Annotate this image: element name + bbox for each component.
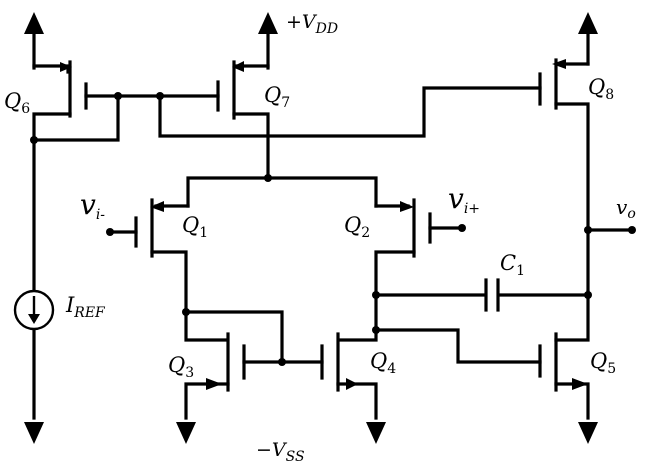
label-q8: Q8 <box>588 75 614 103</box>
label-q1: Q1 <box>182 213 208 241</box>
transistor-q5 <box>374 290 590 420</box>
transistor-q6 <box>32 60 220 142</box>
label-vin-minus: vi- <box>80 188 105 223</box>
capacitor-c1 <box>374 278 590 312</box>
label-vss: −VSS <box>256 439 305 462</box>
mirror-wire <box>184 310 284 364</box>
arrow-down-icon <box>176 422 196 444</box>
label-q7: Q7 <box>264 83 290 111</box>
label-vdd: +VDD <box>286 11 338 37</box>
label-q2: Q2 <box>344 213 370 241</box>
transistor-q4 <box>320 328 378 420</box>
transistor-q7 <box>158 60 542 180</box>
arrow-down-icon <box>366 422 386 444</box>
transistor-q8 <box>538 58 590 294</box>
arrow-down-icon <box>578 422 598 444</box>
tail-wire <box>186 176 378 208</box>
junction-dots <box>30 92 636 366</box>
label-q4: Q4 <box>370 349 396 377</box>
supply-arrow-q7-icon <box>258 12 278 70</box>
supply-arrow-q8-icon <box>578 12 598 66</box>
label-vout: vo <box>616 195 636 222</box>
arrow-down-icon <box>24 422 44 444</box>
label-iref: IREF <box>65 293 106 321</box>
transistor-q1 <box>108 198 190 314</box>
transistor-q2 <box>374 198 464 332</box>
label-q3: Q3 <box>168 353 194 381</box>
transistor-q3 <box>184 310 324 420</box>
current-source-icon <box>13 138 55 420</box>
label-c1: C1 <box>500 251 525 279</box>
supply-arrow-q6-icon <box>24 12 44 70</box>
label-vin-plus: vi+ <box>448 182 480 217</box>
label-q6: Q6 <box>4 89 30 117</box>
label-q5: Q5 <box>590 349 616 377</box>
